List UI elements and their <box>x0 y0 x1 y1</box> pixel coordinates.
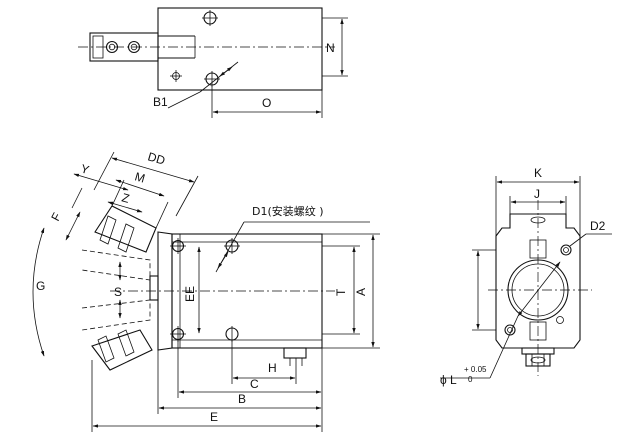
dim-label-c: C <box>250 377 259 391</box>
side-fitting-nut <box>525 353 551 367</box>
dim-label-n: N <box>326 41 335 55</box>
dim-label-d1: D1(安装螺纹 ) <box>252 204 324 218</box>
dim-label-a: A <box>354 288 368 296</box>
dim-label-t: T <box>334 288 348 296</box>
port-fitting <box>283 347 307 359</box>
top-view-body <box>157 7 323 91</box>
tolerance-lower: 0 <box>468 375 473 384</box>
side-view: K J D2 ϕ L + 0.05 0 <box>440 166 612 387</box>
dim-label-y: Y <box>79 161 91 177</box>
dim-label-m: M <box>133 169 146 185</box>
side-hole-d2 <box>560 244 572 256</box>
dim-label-phil: ϕ L <box>440 373 457 387</box>
dim-label-h: H <box>268 361 277 375</box>
dim-label-b: B <box>238 392 246 406</box>
dim-label-j: J <box>534 187 540 201</box>
jaw-open-outline-upper <box>81 249 151 281</box>
side-view-body <box>495 213 581 349</box>
front-view: G S EE T A <box>32 149 380 432</box>
dim-label-g: G <box>36 279 45 293</box>
pivot-pin <box>149 275 159 301</box>
lower-jaw <box>91 329 153 371</box>
clamp-pivot <box>157 231 173 351</box>
dim-label-dd: DD <box>146 149 167 167</box>
tolerance-upper: + 0.05 <box>464 365 487 374</box>
side-hole-small <box>556 316 564 324</box>
dim-label-z: Z <box>120 190 131 205</box>
upper-jaw <box>94 179 169 253</box>
top-view: N O B1 <box>78 7 348 118</box>
dim-label-o: O <box>262 96 271 110</box>
dim-label-s: S <box>114 285 122 299</box>
side-top-slot <box>529 239 547 259</box>
side-bottom-slot <box>529 321 547 341</box>
dim-label-f: F <box>48 210 64 223</box>
dim-label-e: E <box>210 410 218 424</box>
jaw-open-outline-lower <box>81 299 151 331</box>
dim-label-b1: B1 <box>153 95 168 109</box>
angle-arc-g <box>32 227 45 357</box>
dim-label-k: K <box>534 166 542 180</box>
dim-label-d2: D2 <box>590 219 606 233</box>
side-hole-lower-left <box>504 324 516 336</box>
dim-label-ee: EE <box>183 286 197 302</box>
